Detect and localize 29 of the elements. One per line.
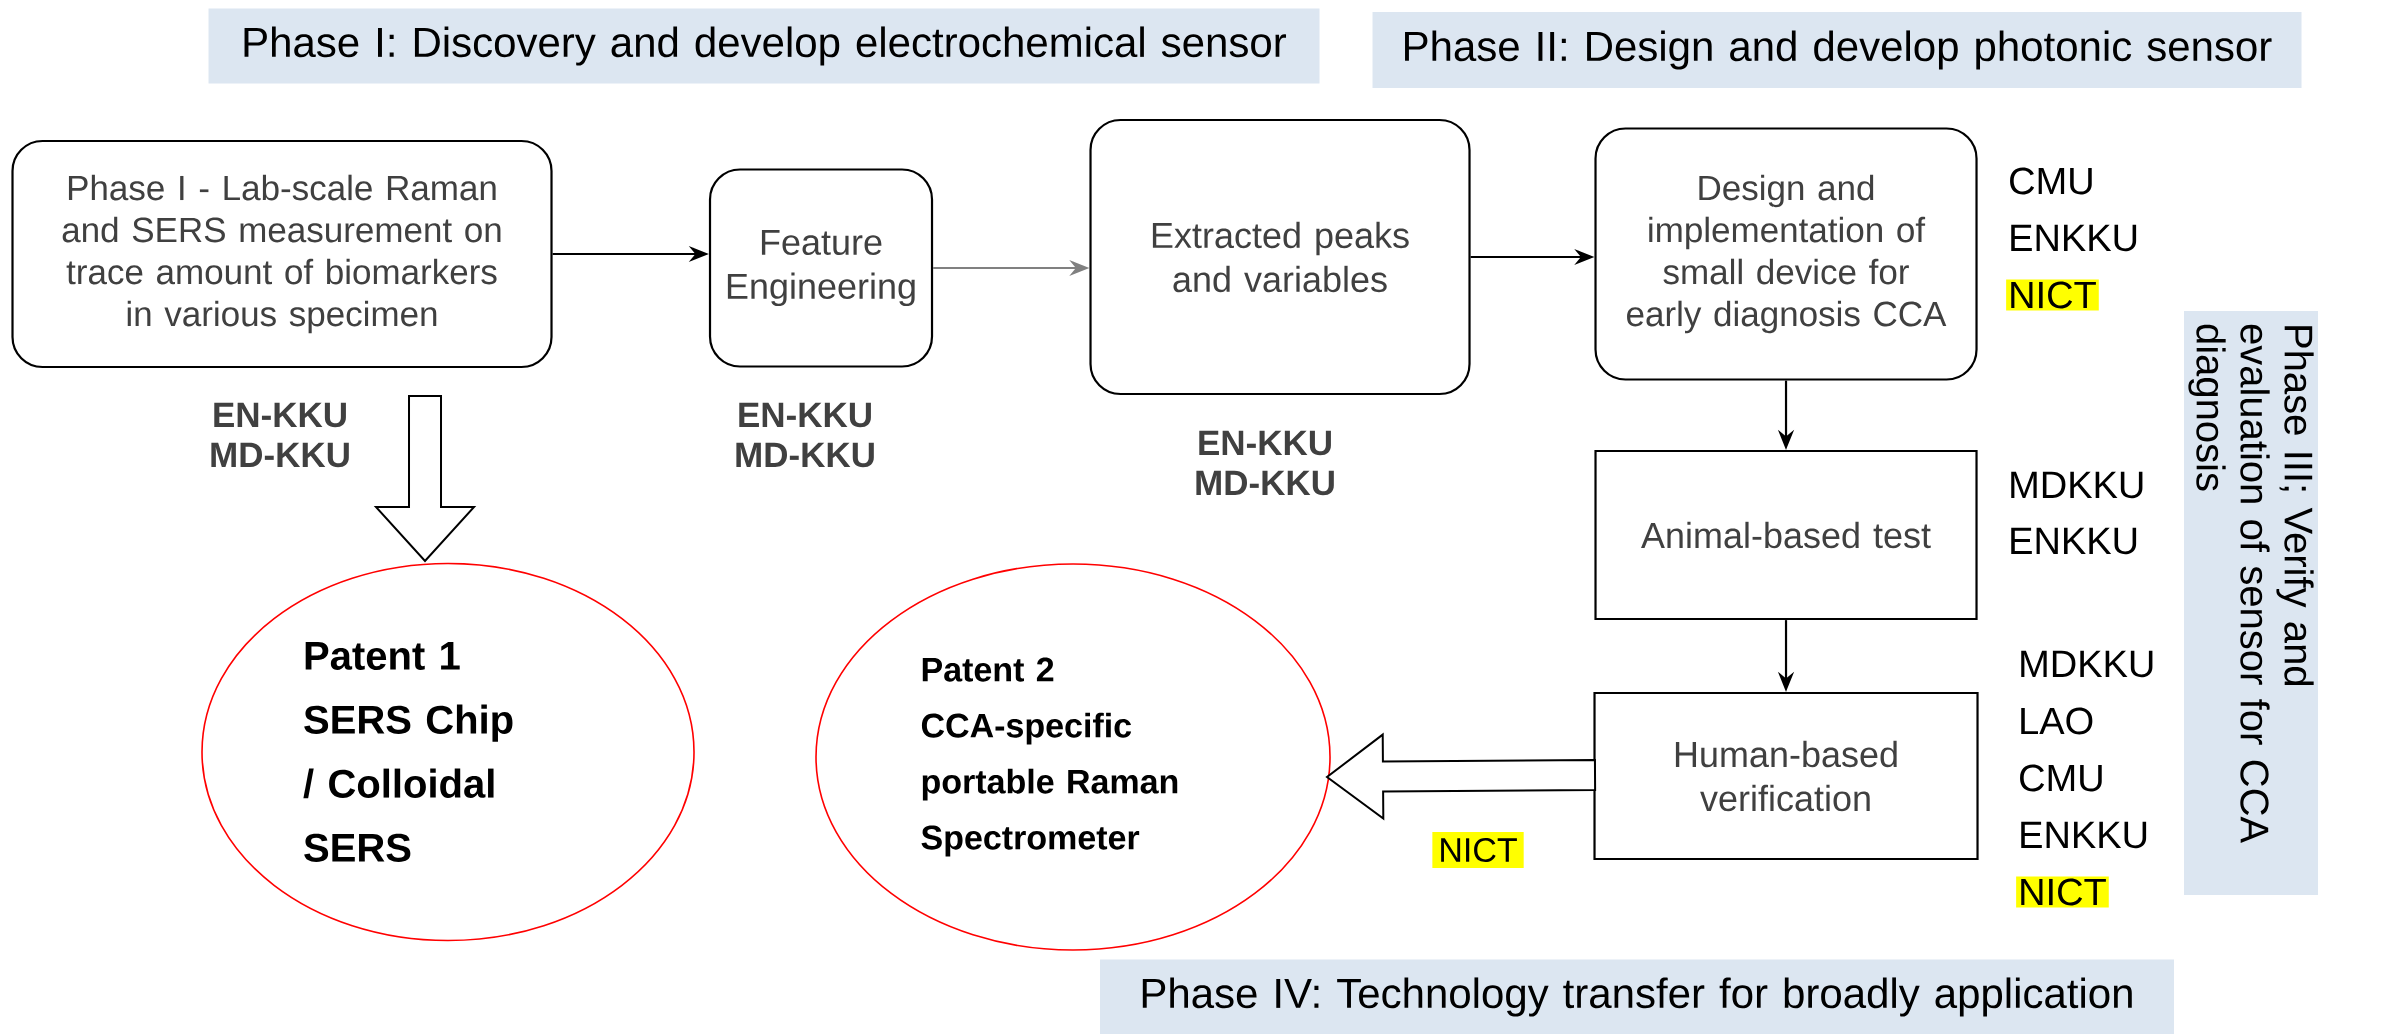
partner-label: CMU [2010,167,2092,195]
partner-label: EN-KKU [1199,430,1331,456]
block-arrow [373,395,477,563]
process-box: Phase I - Lab-scale Raman and SERS measurement on trace amount of biomarkers in various specimen [11,139,553,369]
phase-banner: Phase I: Discovery and develop electrochemical sensor [208,8,1320,84]
partner-label: MDKKU [2011,471,2143,499]
process-box: Animal-based test [1594,449,1978,621]
partner-label: NICT [2016,876,2109,908]
phase-banner: Phase IV: Technology transfer for broadly application [1100,959,2175,1034]
partner-label: EN-KKU [214,402,346,428]
partner-label: MD-KKU [1196,470,1334,496]
block-arrow [1325,732,1597,821]
partner-label: LAO [2021,707,2093,735]
phase-banner: Phase III; Verify and evaluation of sensor for CCA diagnosis [2184,311,2319,895]
partner-label: NICT [2006,279,2099,311]
edge-label: NICT [1432,832,1524,869]
partner-label: EN-KKU [739,402,871,428]
process-box: Human-based verification [1593,691,1979,861]
process-box: Design and implementation of small device for early diagnosis CCA [1594,127,1978,381]
process-box: Feature Engineering [708,168,934,368]
partner-label: ENKKU [2011,527,2137,555]
partner-label: MD-KKU [736,442,874,468]
process-box: Extracted peaks and variables [1089,118,1471,396]
partner-label: ENKKU [2021,821,2147,849]
partner-label: MD-KKU [211,442,349,468]
partner-label: MDKKU [2021,650,2153,678]
phase-banner: Phase II: Design and develop photonic sensor [1372,12,2302,88]
partner-label: CMU [2020,764,2102,792]
partner-label: ENKKU [2011,224,2137,252]
